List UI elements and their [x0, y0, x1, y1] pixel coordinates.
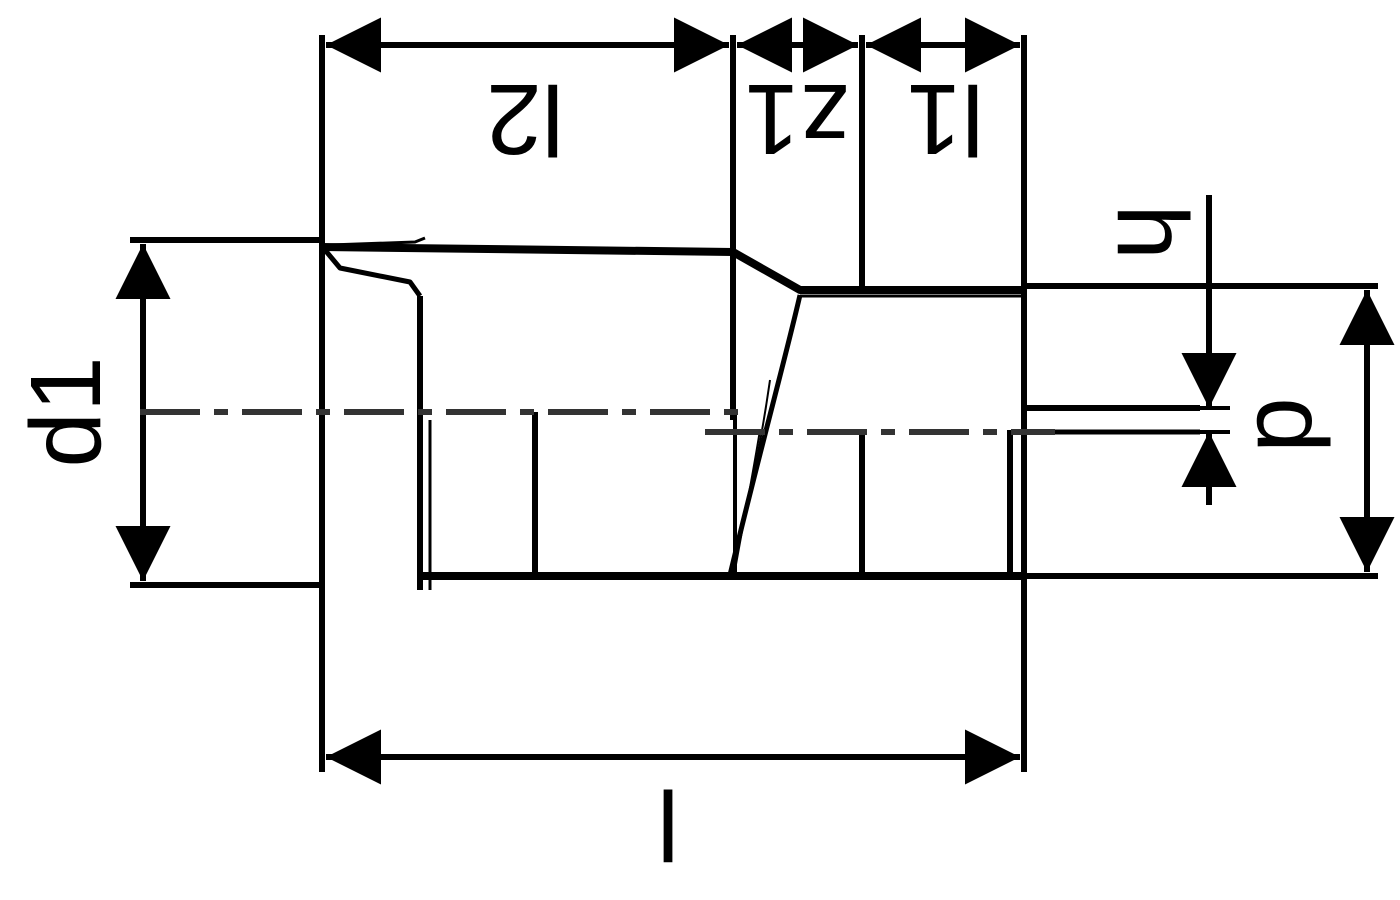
- fitting-outline: [321, 236, 1200, 590]
- socket-lip-inner: [329, 236, 426, 247]
- label-z1: z1: [744, 63, 850, 175]
- label-l2: l2: [486, 63, 564, 175]
- dimension-labels: l2 z1 l1 h d1 d l: [10, 63, 1348, 884]
- centerlines: [140, 409, 1055, 435]
- label-d1: d1: [10, 356, 122, 467]
- taper-curve-fine: [734, 429, 761, 571]
- socket-lip: [323, 248, 423, 298]
- label-l1: l1: [906, 63, 984, 175]
- label-l: l: [657, 772, 679, 884]
- taper-curve-outer: [727, 294, 803, 576]
- label-d: d: [1236, 397, 1348, 453]
- fitting-top-outer: [321, 243, 1024, 294]
- extension-lines: [130, 35, 1378, 772]
- label-h: h: [1096, 204, 1208, 260]
